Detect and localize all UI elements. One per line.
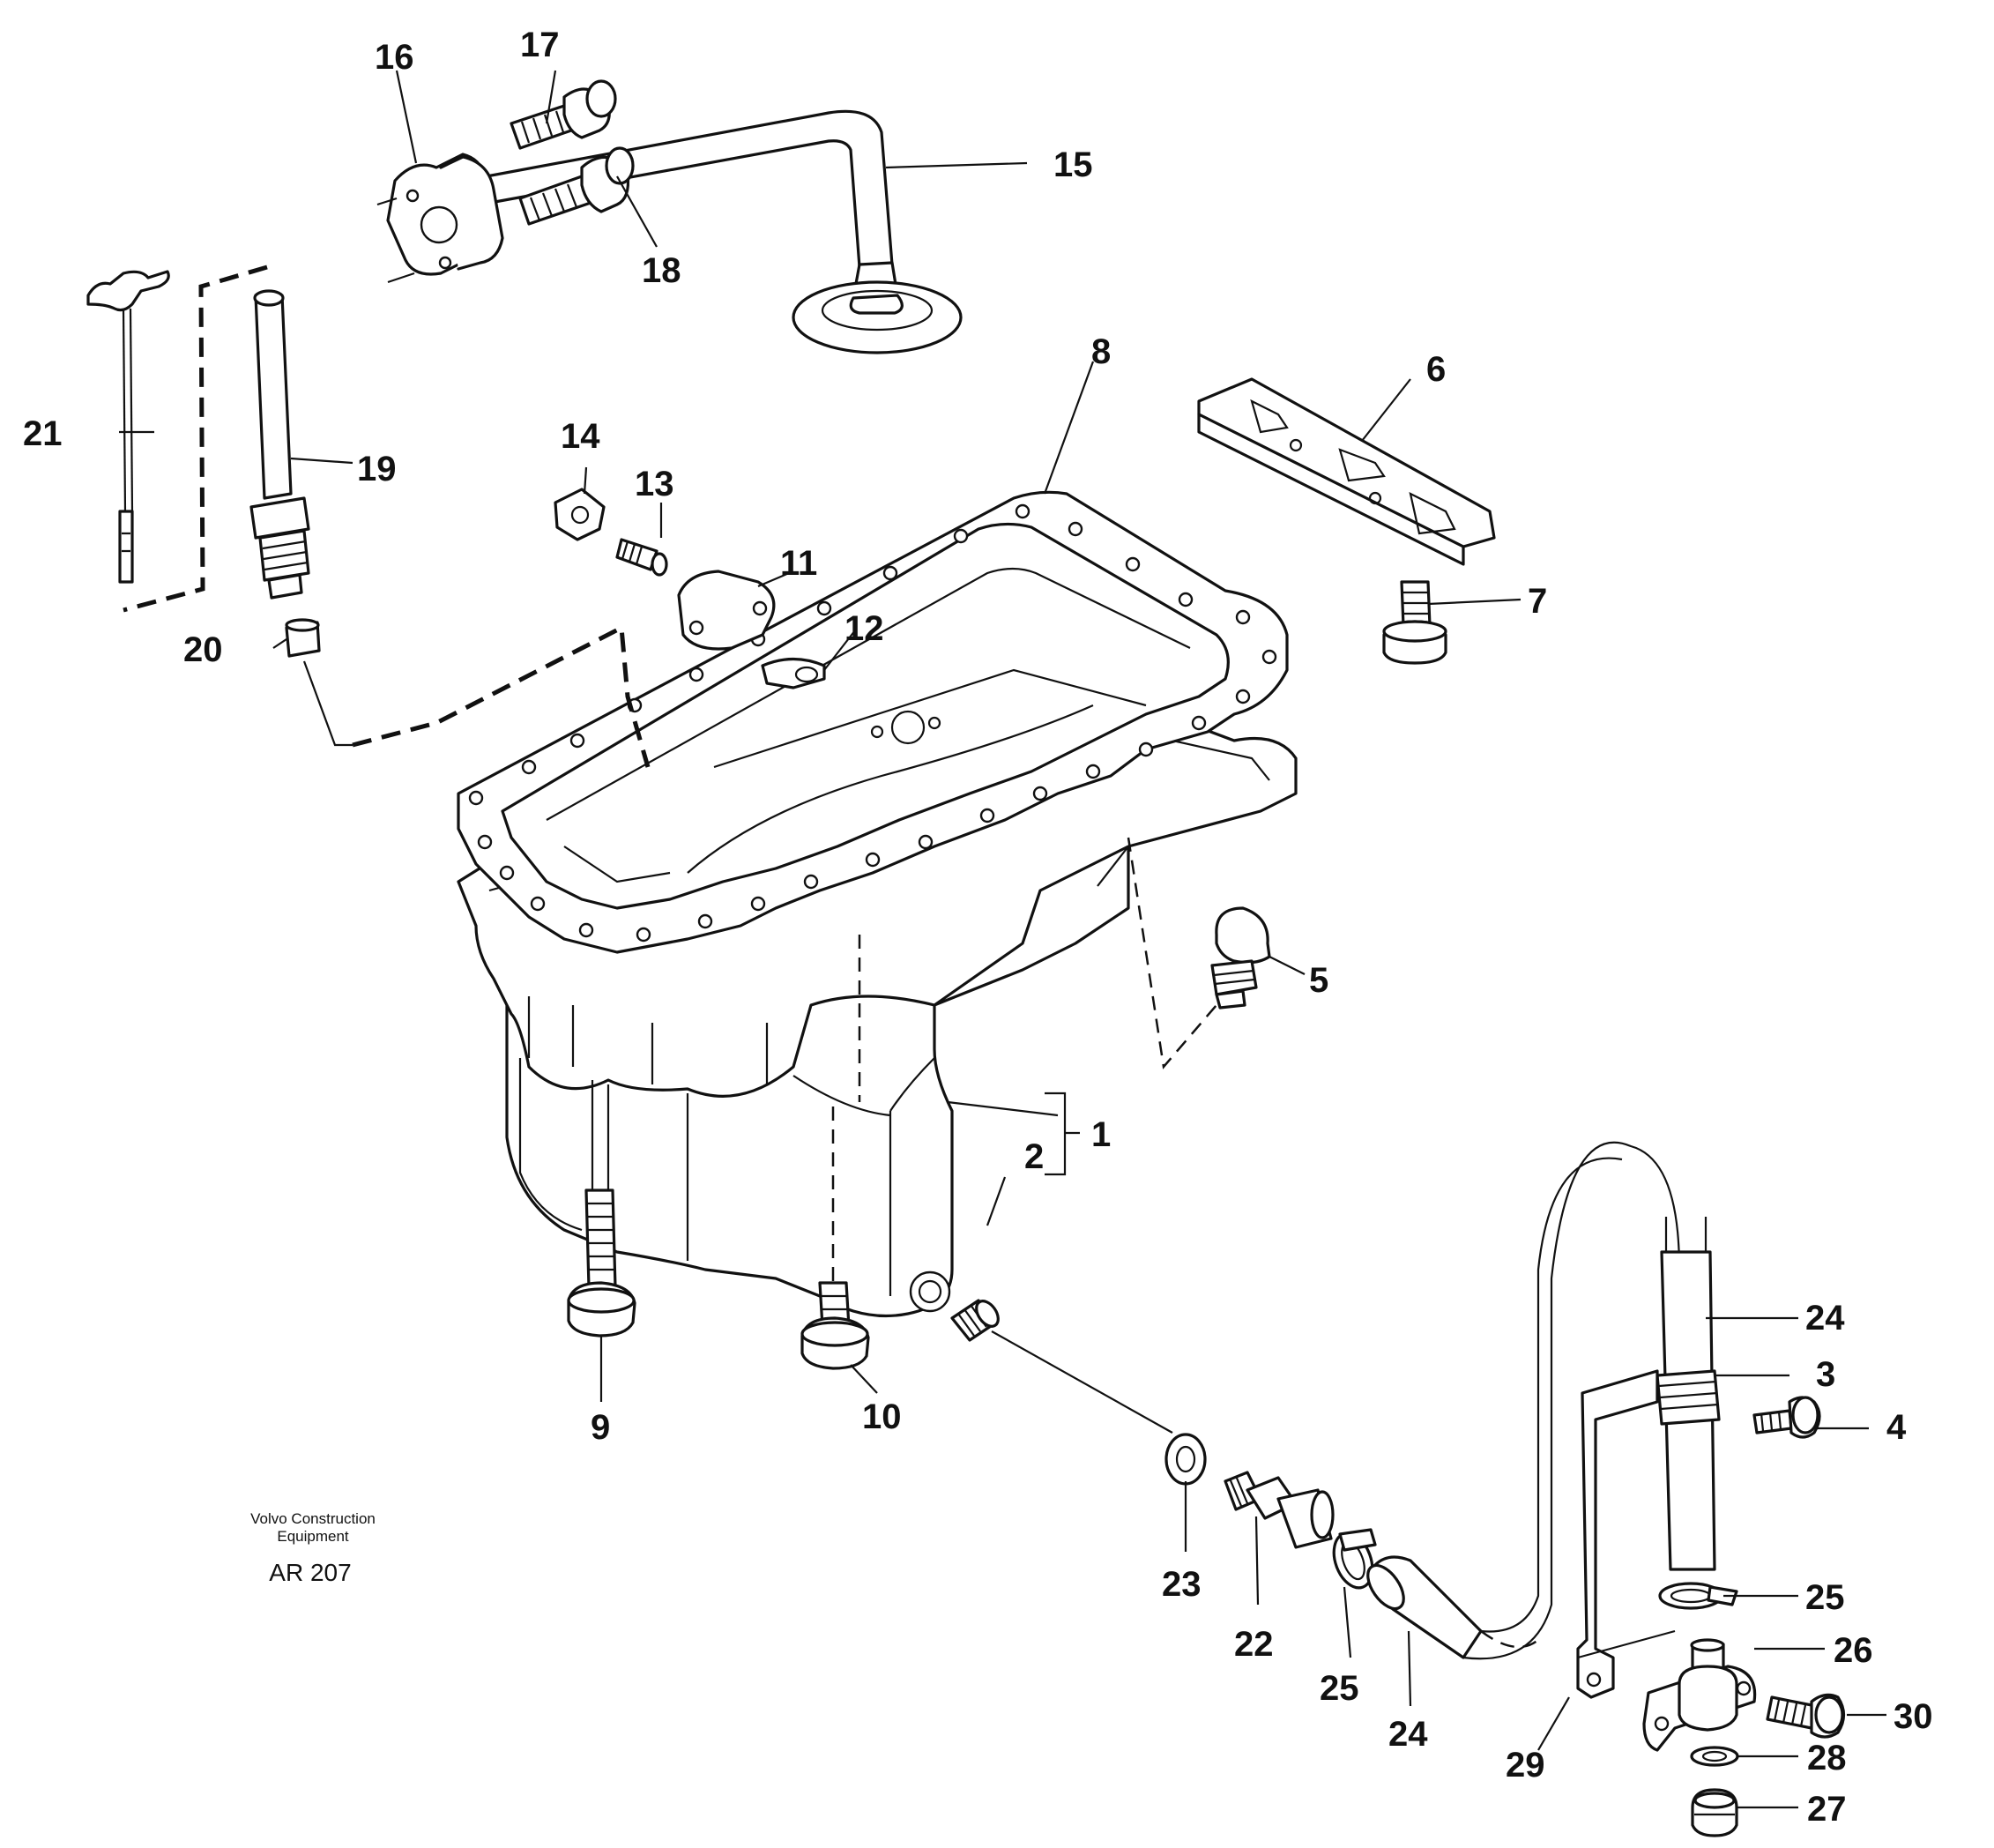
hose-clamp-3 xyxy=(1655,1369,1721,1426)
label-5: 5 xyxy=(1309,961,1328,1000)
nut-14 xyxy=(554,488,606,541)
label-30: 30 xyxy=(1894,1697,1933,1736)
label-6: 6 xyxy=(1426,350,1446,389)
drawing-code: AR 207 xyxy=(269,1559,351,1586)
label-7: 7 xyxy=(1528,582,1547,621)
hose-24-lower xyxy=(1366,1555,1483,1659)
bracket-6 xyxy=(1197,377,1496,566)
label-18: 18 xyxy=(642,251,681,290)
label-28: 28 xyxy=(1807,1739,1847,1777)
label-15: 15 xyxy=(1053,145,1093,184)
cover-plate-11 xyxy=(677,570,776,651)
label-25-right: 25 xyxy=(1805,1578,1845,1617)
label-12: 12 xyxy=(844,609,884,648)
drain-plug-5 xyxy=(1210,906,1271,1010)
dipstick-tube xyxy=(249,289,310,600)
label-25-left: 25 xyxy=(1320,1669,1359,1708)
bolt-7 xyxy=(1382,580,1447,665)
drain-guide-line xyxy=(1127,837,1217,1069)
label-3: 3 xyxy=(1816,1355,1835,1394)
caption-line-2: Equipment xyxy=(277,1528,349,1545)
label-1: 1 xyxy=(1091,1115,1111,1154)
label-4: 4 xyxy=(1886,1408,1907,1447)
bolt-10 xyxy=(800,1281,870,1370)
dipstick-sleeve xyxy=(285,618,321,658)
hose-clamp-25-right xyxy=(1658,1582,1738,1610)
label-10: 10 xyxy=(862,1397,902,1436)
label-14: 14 xyxy=(561,417,600,456)
adapter-22 xyxy=(1224,1471,1335,1549)
label-29: 29 xyxy=(1506,1746,1545,1785)
plug-27 xyxy=(1691,1788,1738,1837)
label-13: 13 xyxy=(635,465,674,503)
oil-suction-pipe xyxy=(461,109,963,354)
bolt-9 xyxy=(567,1189,636,1338)
hose-clamp-25-left xyxy=(1332,1528,1377,1590)
publisher-caption: Volvo Construction Equipment AR 207 xyxy=(250,1510,376,1586)
label-24-upper: 24 xyxy=(1805,1299,1845,1338)
bracket-plate-29 xyxy=(1576,1369,1676,1699)
label-24-lower: 24 xyxy=(1388,1715,1428,1754)
label-19: 19 xyxy=(357,450,397,488)
label-21: 21 xyxy=(23,414,63,453)
label-2: 2 xyxy=(1024,1137,1044,1176)
washer-28 xyxy=(1690,1746,1739,1767)
label-20: 20 xyxy=(183,630,223,669)
label-9: 9 xyxy=(591,1408,610,1447)
label-26: 26 xyxy=(1834,1631,1873,1670)
sump-gasket xyxy=(457,490,1289,954)
hose-24-routing xyxy=(1462,1141,1681,1660)
pin-13 xyxy=(615,538,668,577)
label-23: 23 xyxy=(1162,1565,1202,1604)
bolt-17 xyxy=(510,79,617,150)
label-11: 11 xyxy=(780,544,817,583)
label-17: 17 xyxy=(520,26,560,64)
label-8: 8 xyxy=(1091,332,1111,371)
screw-4 xyxy=(1752,1396,1821,1439)
sump-upper-flange xyxy=(546,567,1191,883)
label-27: 27 xyxy=(1807,1790,1847,1829)
bolt-18 xyxy=(518,146,635,226)
leader-lines xyxy=(119,70,1886,1809)
part-number-labels: 1 2 3 4 5 6 7 8 9 10 11 12 13 14 15 16 1… xyxy=(23,26,1933,1829)
fitting-26 xyxy=(1642,1638,1757,1752)
dipstick-guide-line xyxy=(123,265,268,613)
label-16: 16 xyxy=(375,38,414,77)
dipstick xyxy=(86,270,170,584)
washer-23 xyxy=(1164,1433,1207,1486)
suction-pipe-flange xyxy=(376,153,504,284)
caption-line-1: Volvo Construction xyxy=(250,1510,376,1527)
seal-12 xyxy=(761,657,826,689)
screw-30 xyxy=(1766,1693,1846,1739)
nipple-2 xyxy=(950,1299,1000,1342)
label-22: 22 xyxy=(1234,1625,1274,1664)
